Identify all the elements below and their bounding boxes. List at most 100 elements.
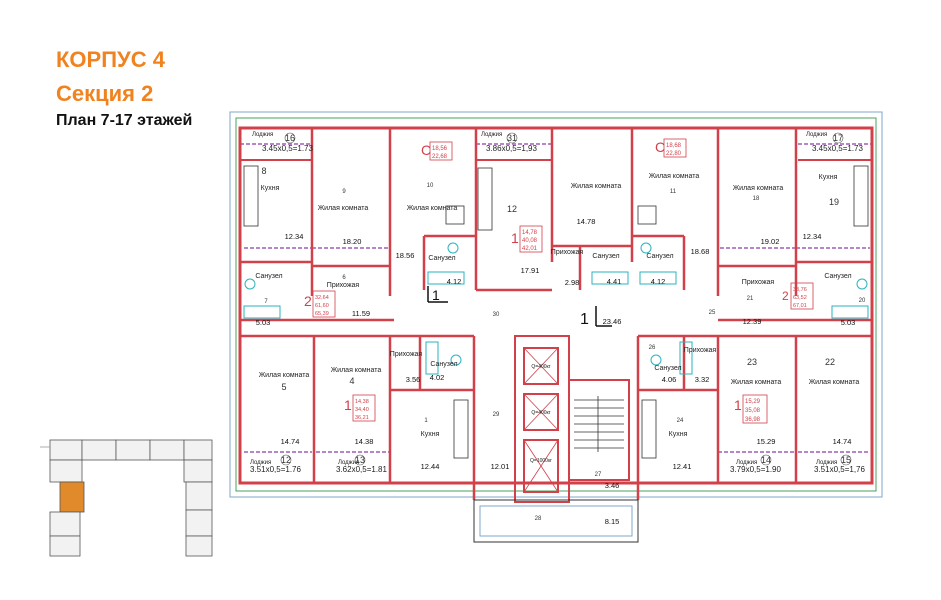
svg-text:36,21: 36,21 [355,415,369,421]
lift-3 [523,439,559,493]
floors-title: План 7-17 этажей [56,112,193,129]
room-area: 12.44 [421,462,440,471]
key-block [185,535,213,557]
key-block [115,439,151,461]
svg-text:34,40: 34,40 [355,407,369,413]
svg-text:1: 1 [511,230,519,246]
svg-text:40,08: 40,08 [522,238,538,244]
svg-text:14,78: 14,78 [522,230,538,236]
svg-text:1: 1 [344,397,352,413]
room-number: 31 [507,133,517,143]
room-area: 12.01 [491,462,510,471]
room-area: 4.12 [447,277,462,286]
bathtub [831,305,869,319]
room-area: 15.29 [757,437,776,446]
key-block [81,439,117,461]
room-number: 18 [753,196,760,202]
room-number: 17 [833,133,843,143]
room-label: Жилая комната [733,185,784,192]
outer-wall [238,126,874,485]
svg-text:35,08: 35,08 [745,408,761,414]
room-label: Кухня [819,174,838,181]
room-label: Жилая комната [649,173,700,180]
room-area: 11.59 [352,309,370,318]
svg-text:67,01: 67,01 [793,303,807,309]
key-block [49,459,83,483]
room-number: 1 [424,418,428,424]
key-block [183,459,213,483]
loggia-area: 3.51x0,5=1.76 [250,465,301,474]
room-area: 3.46 [605,481,620,490]
room-area: 18.68 [691,247,710,256]
loggia-label: Лоджия [338,460,359,466]
room-number: 21 [747,296,754,302]
toilet [856,278,868,290]
loggia-label: Лоджия [736,460,757,466]
toilet [447,242,459,254]
loggia-area: 3.86x0,5=1,93 [486,144,537,153]
room-label: Кухня [421,431,440,438]
room-area: 3.32 [695,375,710,384]
svg-text:33,76: 33,76 [793,287,807,293]
room-label: Жилая комната [571,183,622,190]
toilet [650,354,662,366]
svg-text:22,80: 22,80 [666,151,682,157]
bathtub [427,271,465,285]
room-number: 14 [761,455,771,465]
lift-label: Q=1000кг [530,458,552,464]
room-label: Санузел [255,273,282,280]
room-area: 17.91 [521,266,540,275]
room-area: 4.02 [430,373,445,382]
room-area: 14.74 [833,437,852,446]
room-label: Прихожая [390,351,423,358]
room-number: 22 [825,357,835,367]
bathtub [425,341,439,375]
lift-core [514,335,630,503]
kitchen-counters [243,165,869,459]
room-number: 7 [264,299,268,305]
room-label: Жилая комната [809,379,860,386]
key-block [183,439,213,461]
room-number: 23 [747,357,757,367]
svg-text:63,52: 63,52 [793,295,807,301]
room-label: Прихожая [327,282,360,289]
bathtub [639,271,677,285]
loggia-label: Лоджия [806,132,827,138]
svg-text:61,60: 61,60 [315,303,329,309]
room-area: 4.12 [651,277,666,286]
stairwell [568,379,630,481]
room-number: 25 [709,310,716,316]
room-label: Жилая комната [407,205,458,212]
lift-1 [523,347,559,385]
room-number: 10 [427,183,434,189]
room-area: 14.38 [355,437,374,446]
room-number: 6 [342,275,346,281]
room-label: Прихожая [551,249,584,256]
room-number: 30 [493,312,500,318]
key-block-current-section [59,481,85,513]
lower-partitions [240,334,872,500]
key-block [49,439,83,461]
room-area: 5.03 [256,318,271,327]
room-area: 12.39 [743,317,762,326]
loggia-area: 3.45x0,5=1.73 [262,144,313,153]
svg-text:15,29: 15,29 [745,399,761,405]
room-label: Санузел [654,365,681,372]
bathtub [243,305,281,319]
section-title: Секция 2 [56,81,154,106]
section-mark-1: 1 [432,287,440,303]
toilet [450,354,462,366]
room-area: 12.41 [673,462,692,471]
room-number: 5 [281,382,286,392]
toilet [244,278,256,290]
svg-text:С: С [655,139,665,155]
flat-tag-studio-1: С 18,56 22,68 [421,141,453,161]
upper-partitions [240,128,872,322]
bottom-balcony [473,499,639,543]
lift-label: Q=400кг [531,364,550,370]
room-area: 18.56 [396,251,415,260]
toilet [640,242,652,254]
room-label: Санузел [592,253,619,260]
flat-tag-studio-2: С 18,68 22,80 [655,138,687,158]
svg-text:42,01: 42,01 [522,246,538,252]
